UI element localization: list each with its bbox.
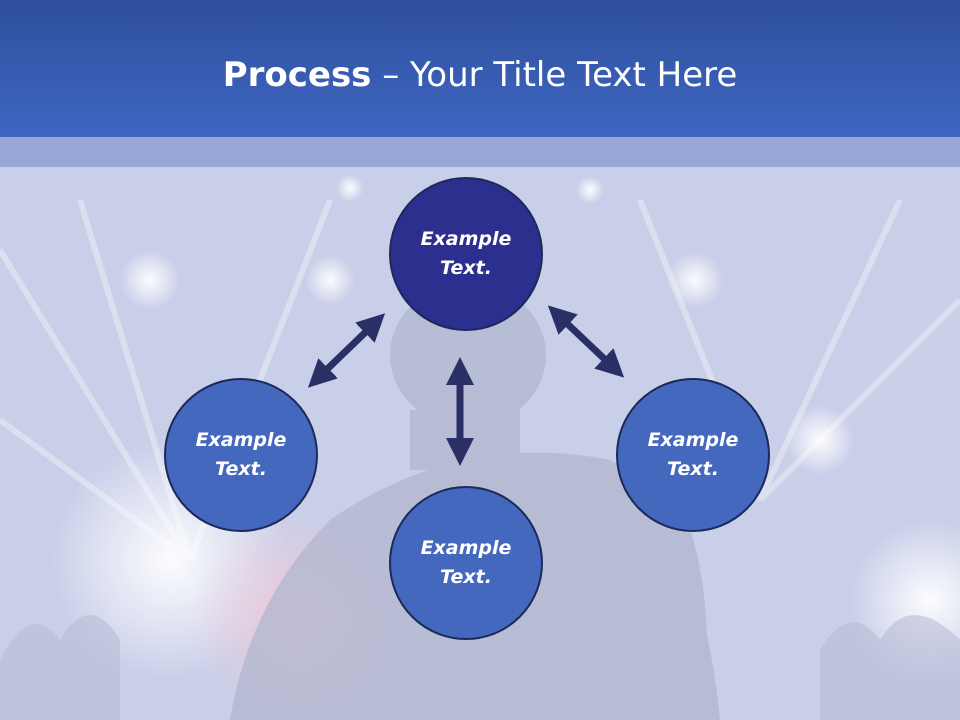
node-left-text: Example Text. — [195, 429, 287, 480]
node-right-text: Example Text. — [647, 429, 739, 480]
title-rest: – Your Title Text Here — [371, 55, 738, 95]
title-bar — [0, 0, 960, 137]
node-left: Example Text. — [164, 378, 318, 532]
node-top-text: Example Text. — [420, 228, 512, 279]
node-bottom-text: Example Text. — [420, 537, 512, 588]
slide-title: Process – Your Title Text Here — [0, 52, 960, 98]
title-band-stripe — [0, 137, 960, 167]
node-right: Example Text. — [616, 378, 770, 532]
title-bold-word: Process — [222, 55, 372, 95]
arrow-left-diagonal — [307, 313, 386, 388]
arrow-right-diagonal — [547, 305, 625, 378]
node-bottom: Example Text. — [389, 486, 543, 640]
node-top-center: Example Text. — [389, 177, 543, 331]
